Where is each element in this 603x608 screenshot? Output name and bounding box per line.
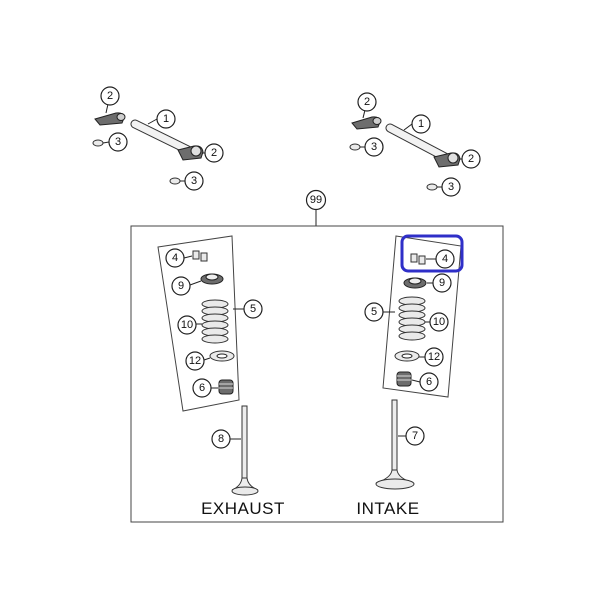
callout-label: 10 [433,316,445,328]
callout-label: 12 [428,351,440,363]
rocker-group-intake: 2 1 3 2 3 [349,92,481,197]
callout-exhaust-stem-seal[interactable]: 6 [192,378,218,398]
exhaust-caption: EXHAUST [201,499,285,518]
intake-spring-retainer[interactable] [403,277,427,289]
callout-intake-keepers[interactable]: 4 [426,249,455,269]
callout-rocker-arm-right-lower[interactable]: 2 [459,149,481,169]
callout-rocker-arm-right-upper[interactable]: 2 [357,92,377,119]
callout-label: 2 [211,147,217,159]
callout-label: 4 [172,252,178,264]
callout-shim-right-lower[interactable]: 3 [437,177,461,197]
callout-label: 3 [115,136,121,148]
callout-label: 3 [371,141,377,153]
callout-intake-stem-seal[interactable]: 6 [411,372,439,392]
callout-intake-retainer[interactable]: 9 [427,273,452,293]
intake-parts-group: 4 9 10 5 [356,234,464,518]
callout-exhaust-retainer[interactable]: 9 [171,276,202,296]
callout-exhaust-valve[interactable]: 8 [211,429,241,449]
callout-valve-kit[interactable]: 99 [305,189,327,227]
shim-left-lower[interactable] [169,177,181,185]
intake-spring-seat[interactable] [394,350,420,362]
callout-shim-left-upper[interactable]: 3 [102,132,128,152]
callout-label: 4 [442,253,448,265]
exhaust-parts-group: 4 9 10 5 [157,235,285,518]
callout-exhaust-spring-coil[interactable]: 10 [177,315,202,335]
rocker-shaft-left[interactable] [130,119,193,155]
callout-shim-left-lower[interactable]: 3 [180,171,204,191]
exhaust-stem-seal[interactable] [218,379,234,395]
rocker-shaft-right[interactable] [385,123,450,162]
rocker-arm-right-upper[interactable] [351,116,382,130]
callout-exhaust-spring-seat[interactable]: 12 [185,351,211,371]
callout-exhaust-keepers[interactable]: 4 [165,248,193,268]
callout-label: 9 [178,280,184,292]
callout-shim-right-upper[interactable]: 3 [360,137,384,157]
callout-label: 7 [412,430,418,442]
rocker-arm-right-lower[interactable] [433,152,461,168]
callout-label: 12 [189,355,201,367]
callout-label: 3 [191,175,197,187]
callout-label: 1 [418,118,424,130]
callout-label: 5 [371,306,377,318]
callout-label: 5 [250,303,256,315]
exhaust-valve[interactable] [231,405,259,496]
callout-rocker-shaft-right[interactable]: 1 [403,114,431,134]
intake-valve[interactable] [375,399,415,490]
rocker-arm-left-upper[interactable] [94,112,126,126]
exhaust-spring-retainer[interactable] [200,273,224,285]
intake-valve-spring[interactable] [398,296,426,341]
intake-keepers-highlight [400,234,464,273]
callout-label: 2 [364,96,370,108]
intake-stem-seal[interactable] [396,371,412,387]
valve-kit-frame [130,225,504,523]
callout-label: 6 [199,382,205,394]
exhaust-keepers[interactable] [192,250,208,262]
callout-label: 2 [468,153,474,165]
callout-label: 9 [439,277,445,289]
callout-intake-valve-spring[interactable]: 5 [364,302,395,322]
rocker-arm-left-lower[interactable] [177,145,204,161]
callout-intake-spring-seat[interactable]: 12 [419,347,444,367]
callout-intake-spring-coil[interactable]: 10 [425,312,449,332]
callout-label: 6 [426,376,432,388]
exhaust-valve-spring[interactable] [201,299,229,344]
callout-label: 99 [310,194,322,206]
exhaust-spring-seat[interactable] [209,350,235,362]
callout-label: 3 [448,181,454,193]
callout-label: 10 [181,319,193,331]
callout-intake-valve[interactable]: 7 [398,426,425,446]
shim-right-upper[interactable] [349,143,361,151]
callout-exhaust-valve-spring[interactable]: 5 [233,299,263,319]
callout-rocker-arm-left-upper[interactable]: 2 [100,86,120,114]
rocker-group-exhaust: 2 1 3 2 3 [92,86,224,191]
shim-right-lower[interactable] [426,183,438,191]
callout-label: 1 [163,113,169,125]
callout-rocker-arm-left-lower[interactable]: 2 [202,143,224,163]
intake-keepers[interactable] [410,253,426,265]
callout-label: 2 [107,90,113,102]
intake-caption: INTAKE [356,499,419,518]
callout-label: 8 [218,433,224,445]
callout-rocker-shaft-left[interactable]: 1 [147,109,176,129]
shim-left-upper[interactable] [92,139,104,147]
